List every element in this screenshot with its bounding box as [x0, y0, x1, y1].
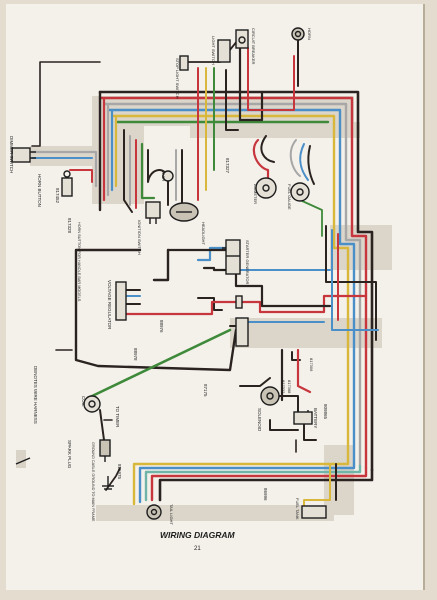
label-voltage-regulator: VOLTAGE REGULATOR — [107, 280, 112, 330]
labels: DIMMER SWITCH HORN BUTTON 817452 817328 … — [9, 28, 328, 552]
label-86996: 86996 — [263, 488, 268, 501]
label-815975: 815975 — [117, 464, 122, 480]
label-88978: 88978 — [133, 348, 138, 361]
wires — [30, 39, 379, 507]
label-to-timer: TO TIMER — [115, 406, 120, 428]
label-817328: 817328 — [67, 218, 72, 234]
label-tail-light: TAIL LIGHT — [169, 504, 174, 525]
legend-line — [15, 457, 31, 465]
label-87175: 87175 — [203, 384, 208, 397]
dash-light-icon — [162, 170, 174, 182]
label-817306: 817306 — [309, 358, 314, 372]
label-ignition-switch: IGNITION SWITCH — [137, 220, 142, 255]
label-starter-generator: STARTER GENERATOR — [245, 240, 250, 284]
spark-plug-icon — [99, 439, 111, 462]
label-fuel-gauge: FUEL GAUGE — [287, 184, 292, 210]
label-stop-light-switch: STOP LIGHT SWITCH — [175, 58, 180, 99]
label-coil: COIL — [81, 396, 86, 407]
label-ground-cable: GROUND CABLE GROUND TO MAIN FRAME — [91, 442, 95, 522]
circuit-breaker-icon — [235, 29, 249, 49]
ground-icon — [102, 476, 114, 490]
connector-block — [235, 295, 243, 309]
fuel-tank-icon — [301, 505, 327, 519]
wire-green-coil — [86, 328, 232, 400]
horn-button-icon — [61, 170, 73, 197]
ammeter-icon — [255, 177, 277, 199]
components — [11, 27, 327, 520]
diagram-title: WIRING DIAGRAM — [160, 530, 236, 540]
label-dash: DASH — [161, 170, 166, 181]
horn-icon — [291, 27, 305, 41]
page-number: 21 — [194, 546, 201, 552]
label-battery: BATTERY — [313, 408, 318, 428]
label-horn-button-note: HORN BUTTON FOR HANDLE BAR MODELS — [77, 222, 81, 302]
legend-text: DENOTES WIRE HARNESS — [33, 366, 38, 424]
label-solenoid: SOLENOID — [257, 408, 262, 432]
stop-light-switch-icon — [179, 55, 189, 71]
legend-swatch — [16, 450, 26, 468]
voltage-regulator-icon — [115, 281, 127, 321]
starter-generator-icon — [222, 239, 241, 275]
label-headlight: HEADLIGHT — [201, 222, 206, 245]
headlight-icon — [169, 202, 199, 222]
label-dimmer-switch: DIMMER SWITCH — [9, 136, 14, 173]
solenoid-icon — [260, 386, 280, 406]
tail-light-icon — [146, 504, 162, 520]
fuel-gauge-icon — [290, 182, 310, 202]
light-switch-icon — [217, 39, 231, 63]
wire-black-main — [98, 90, 374, 472]
label-fuel-tank: FUEL TANK — [295, 498, 300, 520]
label-809865: 809865 — [323, 404, 328, 420]
label-817452: 817452 — [55, 188, 60, 204]
label-horn: HORN — [307, 28, 312, 40]
label-817322: 817322 — [281, 380, 286, 394]
label-circuit-breaker: CIRCUIT BREAKER — [251, 28, 256, 64]
label-ammeter: AMMETER — [253, 184, 258, 204]
label-horn-button: HORN BUTTON — [37, 174, 42, 207]
label-817368: 817368 — [287, 380, 292, 394]
label-spark-plug: SPARK PLUG — [67, 440, 72, 469]
dimmer-switch-icon — [11, 147, 36, 163]
label-88976: 88976 — [159, 320, 164, 333]
wire-grey-main — [102, 102, 362, 468]
battery-icon — [293, 410, 313, 425]
wire-yellow-main — [110, 114, 350, 464]
wire-red-main — [98, 96, 368, 470]
ignition-switch-icon — [145, 201, 161, 224]
label-817327: 817327 — [225, 158, 230, 174]
label-light-switch: LIGHT SWITCH — [211, 36, 216, 65]
junction-block — [235, 317, 249, 347]
coil-icon — [83, 395, 101, 413]
